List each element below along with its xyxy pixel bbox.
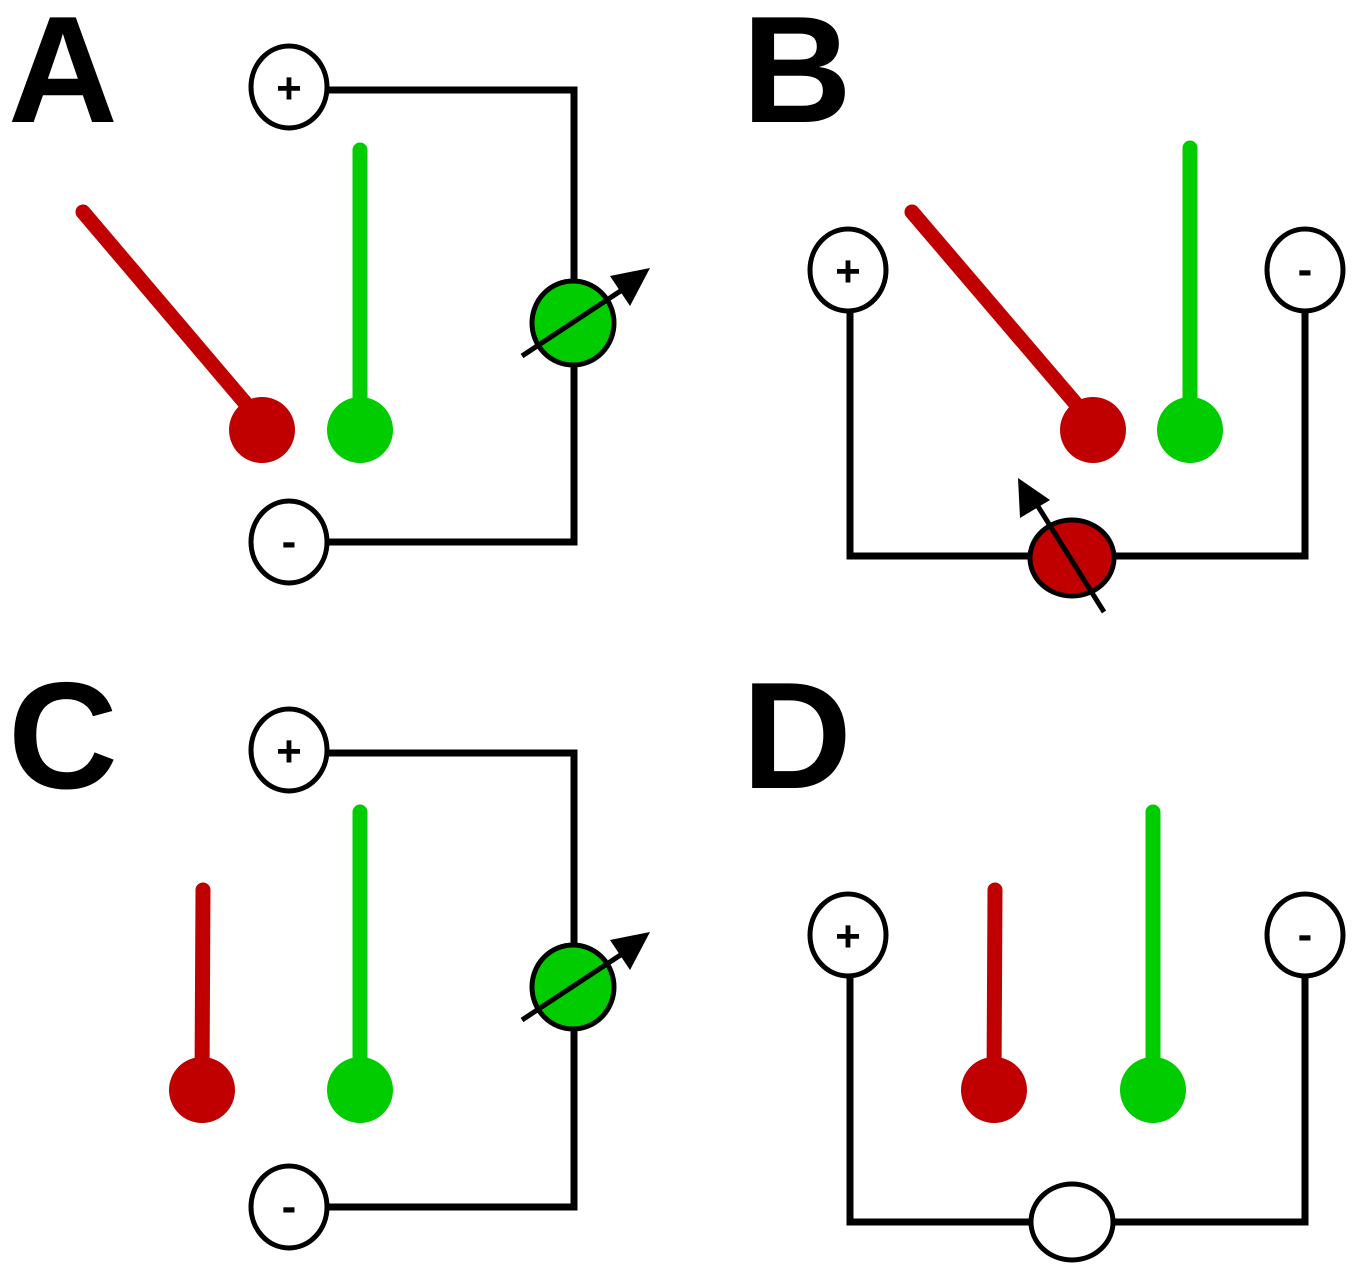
red-tilted-stick-b [904,204,1096,426]
positive-terminal-d [807,891,889,979]
arrow-head-icon-a [610,268,650,306]
negative-terminal-c [248,1163,330,1251]
wire-c-bottom [326,1024,578,1211]
positive-terminal-a [248,43,330,131]
panel-c: C + - [8,651,650,1251]
green-stick-ball-a [327,397,393,463]
panel-label-a: A [8,0,118,155]
panel-d: D + - [742,651,1346,1263]
negative-label-c: - [282,1182,297,1231]
wire-d-left [846,971,1036,1226]
positive-label-c: + [276,727,302,776]
positive-label-a: + [276,64,302,113]
neutral-meter-d [1028,1181,1116,1263]
negative-terminal-d [1264,891,1346,979]
negative-terminal-a [248,498,330,586]
red-tilted-stick-a [75,204,266,426]
green-stick-ball-b [1157,397,1223,463]
wire-c-top [326,749,578,949]
wire-b-left [846,306,1034,560]
negative-label-a: - [282,517,297,566]
panel-a: A + - [8,0,650,586]
green-stick-ball-c [327,1057,393,1123]
red-stick-ball-c [169,1057,235,1123]
panel-label-d: D [742,651,852,821]
positive-label-b: + [835,247,861,296]
red-stick-ball-b [1060,397,1126,463]
negative-label-b: - [1298,245,1313,294]
wire-a-bottom [326,361,578,546]
panel-b: B + - [742,0,1346,614]
red-stick-ball-d [961,1057,1027,1123]
meter-arrow-a [520,287,624,359]
positive-terminal-b [807,226,889,314]
arrow-head-icon-b [1018,478,1050,518]
negative-label-d: - [1298,910,1313,959]
red-stick-ball-a [229,397,295,463]
negative-terminal-b [1264,226,1346,314]
arrow-head-icon-c [610,932,650,970]
green-stick-ball-d [1120,1057,1186,1123]
positive-terminal-c [248,706,330,794]
panel-label-c: C [8,651,118,821]
meter-arrow-c [520,951,624,1023]
wire-b-right [1110,306,1309,560]
wire-d-right [1108,971,1309,1226]
panel-label-b: B [742,0,852,155]
red-vertical-stick-c [194,882,211,1088]
positive-label-d: + [835,912,861,961]
red-vertical-stick-d [986,882,1003,1088]
wire-a-top [326,86,578,286]
meter-arrow-b [1031,498,1107,614]
